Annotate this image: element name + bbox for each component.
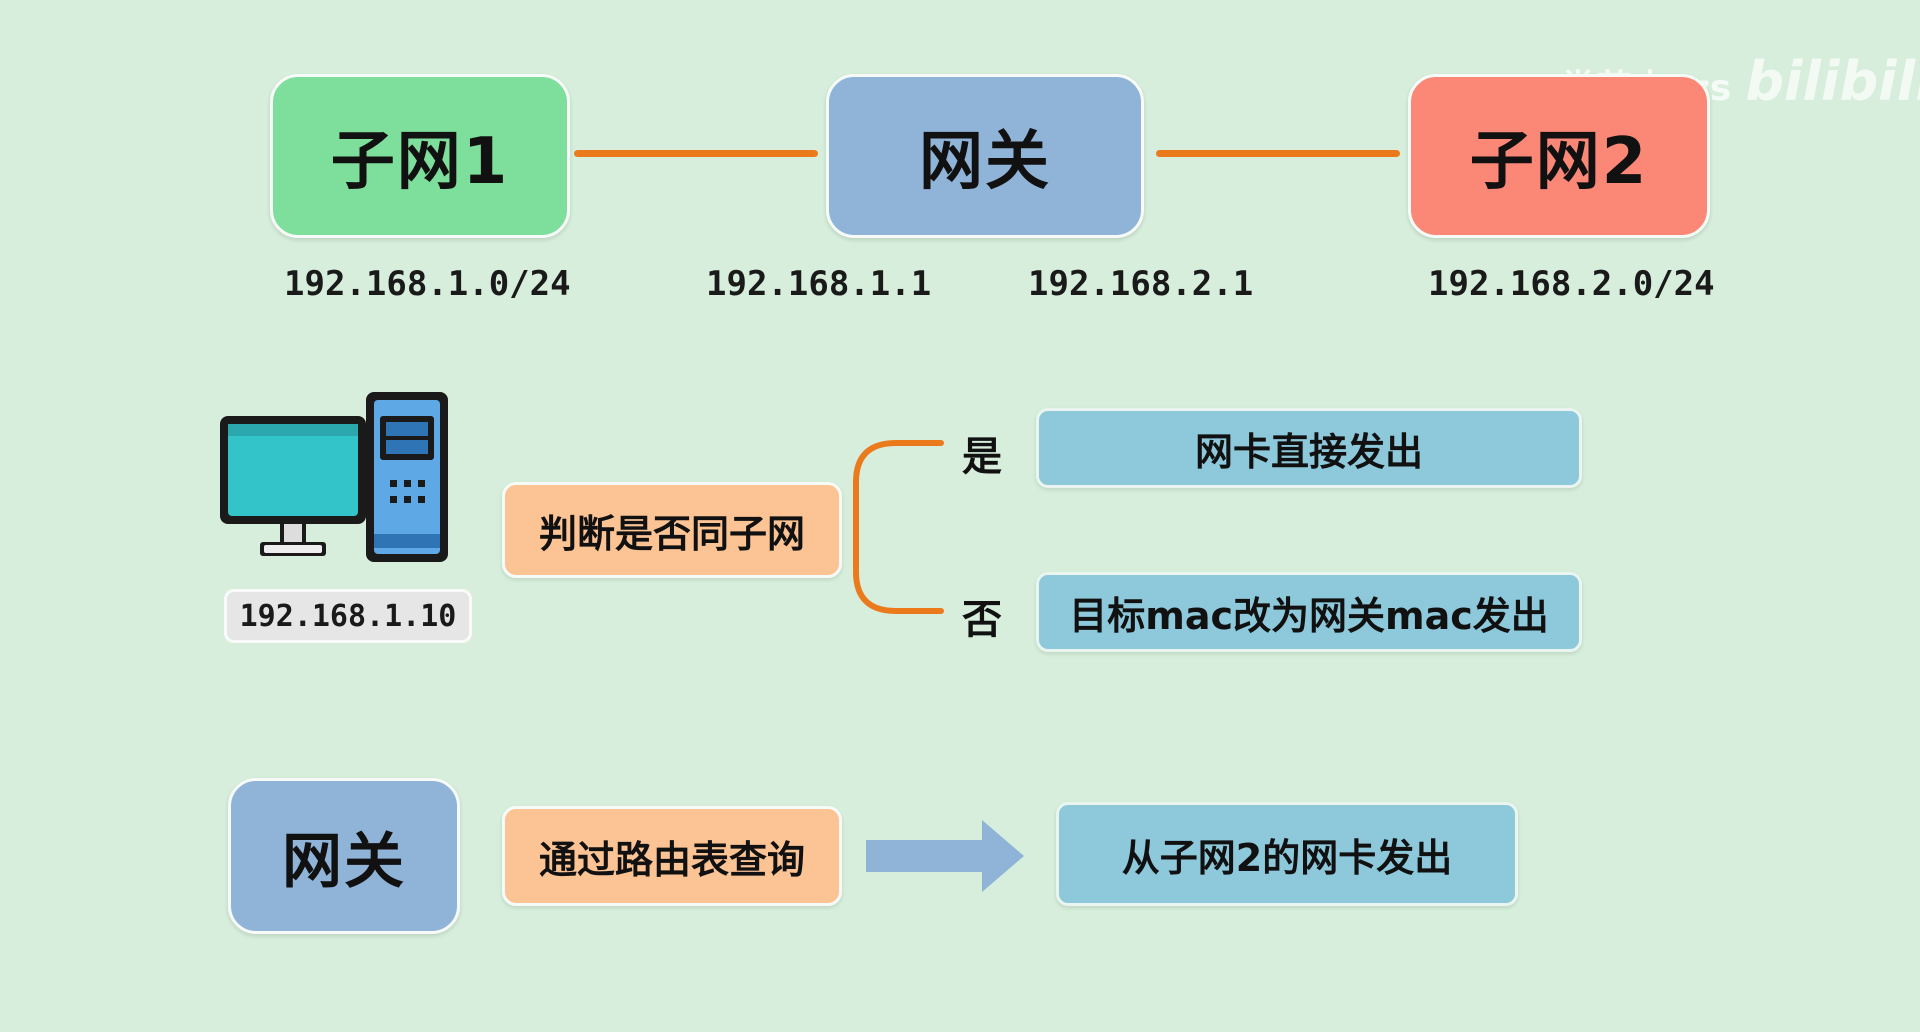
routing-step: 通过路由表查询: [538, 837, 805, 882]
link-gateway-subnet2: [1156, 150, 1400, 157]
routing-step-box: 通过路由表查询: [502, 806, 842, 906]
watermark-brand: bilibili: [1745, 50, 1920, 113]
subnet1-label: 子网1: [330, 125, 510, 199]
decision-question-box: 判断是否同子网: [502, 482, 842, 578]
subnet1-node: 子网1: [270, 74, 570, 238]
decision-question: 判断是否同子网: [538, 511, 805, 556]
gateway-ip-right: 192.168.2.1: [1028, 264, 1254, 304]
host-ip-tag: 192.168.1.10: [224, 589, 472, 643]
routing-gateway-label: 网关: [282, 826, 406, 897]
link-subnet1-gateway: [574, 150, 818, 157]
subnet2-label: 子网2: [1469, 125, 1649, 199]
routing-result: 从子网2的网卡发出: [1121, 835, 1453, 880]
desktop-computer-icon: [220, 392, 448, 562]
host-ip: 192.168.1.10: [239, 598, 457, 634]
gateway-ip-left: 192.168.1.1: [706, 264, 932, 304]
subnet2-cidr: 192.168.2.0/24: [1428, 264, 1715, 304]
yes-action-box: 网卡直接发出: [1036, 408, 1582, 488]
routing-gateway-node: 网关: [228, 778, 460, 934]
subnet1-cidr: 192.168.1.0/24: [284, 264, 571, 304]
no-label: 否: [962, 597, 1002, 643]
no-action: 目标mac改为网关mac发出: [1069, 593, 1549, 638]
no-action-box: 目标mac改为网关mac发出: [1036, 572, 1582, 652]
yes-label: 是: [962, 434, 1002, 480]
right-arrow-icon: [866, 820, 1024, 892]
gateway-label: 网关: [919, 125, 1051, 199]
yes-action: 网卡直接发出: [1194, 429, 1423, 474]
subnet2-node: 子网2: [1408, 74, 1710, 238]
decision-bracket: [853, 440, 944, 614]
gateway-node: 网关: [826, 74, 1144, 238]
routing-result-box: 从子网2的网卡发出: [1056, 802, 1518, 906]
